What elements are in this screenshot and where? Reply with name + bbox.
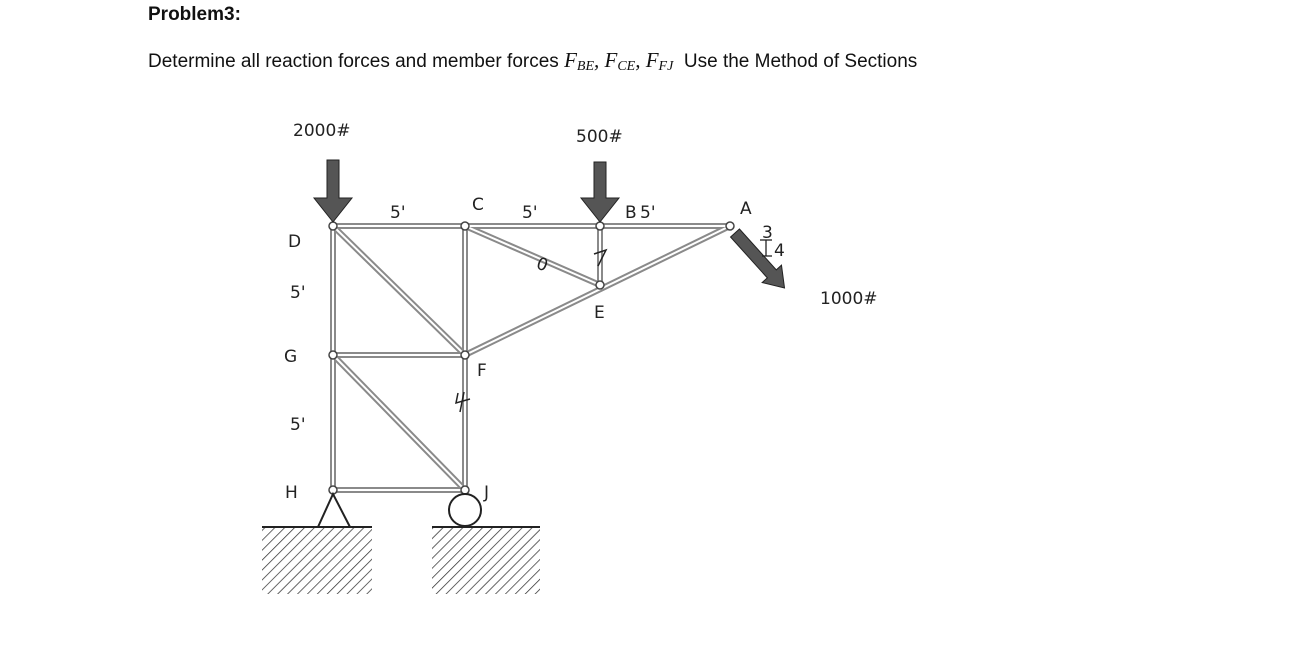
slope-rise: 3 bbox=[762, 223, 773, 243]
arrow-diagonal-icon bbox=[729, 228, 786, 289]
statement-suffix: Use the Method of Sections bbox=[678, 51, 918, 72]
arrow-down-icon bbox=[579, 161, 621, 223]
slope-indicator bbox=[760, 239, 772, 257]
problem-statement: Determine all reaction forces and member… bbox=[148, 48, 917, 75]
force-fbe: FBE, FCE, FFJ bbox=[564, 48, 674, 74]
joint-c bbox=[460, 221, 470, 231]
node-h-label: H bbox=[285, 483, 298, 503]
slope-run: 4 bbox=[774, 241, 785, 261]
node-g-label: G bbox=[284, 347, 297, 367]
load-arrows bbox=[312, 159, 786, 289]
load-b-label: 500# bbox=[576, 127, 623, 147]
node-c-label: C bbox=[472, 195, 484, 215]
load-a-label: 1000# bbox=[820, 289, 878, 309]
pin-support-icon bbox=[317, 491, 351, 528]
roller-support-icon bbox=[448, 493, 482, 527]
node-a-label: A bbox=[740, 199, 752, 219]
f-symbol: F bbox=[564, 48, 577, 72]
joint-d bbox=[328, 221, 338, 231]
members bbox=[330, 223, 733, 493]
dim-cb: 5' bbox=[522, 203, 538, 223]
joint-f bbox=[460, 350, 470, 360]
f-subscript: CE bbox=[617, 59, 636, 74]
f-subscript: BE bbox=[576, 59, 594, 74]
joint-b bbox=[595, 221, 605, 231]
statement-prefix: Determine all reaction forces and member… bbox=[148, 51, 565, 72]
node-b-label: B bbox=[625, 203, 637, 223]
f-symbol: F bbox=[604, 48, 618, 72]
dim-ba: 5' bbox=[640, 203, 656, 223]
f-symbol: F bbox=[645, 48, 659, 72]
node-d-label: D bbox=[288, 232, 301, 252]
arrow-down-icon bbox=[312, 159, 354, 223]
dim-gh: 5' bbox=[290, 415, 306, 435]
supports bbox=[262, 491, 540, 594]
joint-e bbox=[595, 280, 605, 290]
joint-j bbox=[460, 485, 470, 495]
node-e-label: E bbox=[594, 303, 605, 323]
ground-hatch-right bbox=[432, 528, 540, 594]
f-subscript: FJ bbox=[658, 59, 674, 74]
node-j-label: J bbox=[483, 483, 489, 503]
dim-dg: 5' bbox=[290, 283, 306, 303]
ground-hatch-left bbox=[262, 528, 372, 594]
member-mark-be bbox=[593, 248, 608, 267]
joints bbox=[328, 221, 735, 495]
members-inner bbox=[332, 225, 731, 491]
load-d-label: 2000# bbox=[293, 121, 351, 141]
node-f-label: F bbox=[477, 361, 487, 381]
problem-title: Problem3: bbox=[148, 4, 241, 25]
joint-a bbox=[725, 221, 735, 231]
dim-dc: 5' bbox=[390, 203, 406, 223]
member-mark-fj bbox=[455, 391, 471, 413]
joint-g bbox=[328, 350, 338, 360]
